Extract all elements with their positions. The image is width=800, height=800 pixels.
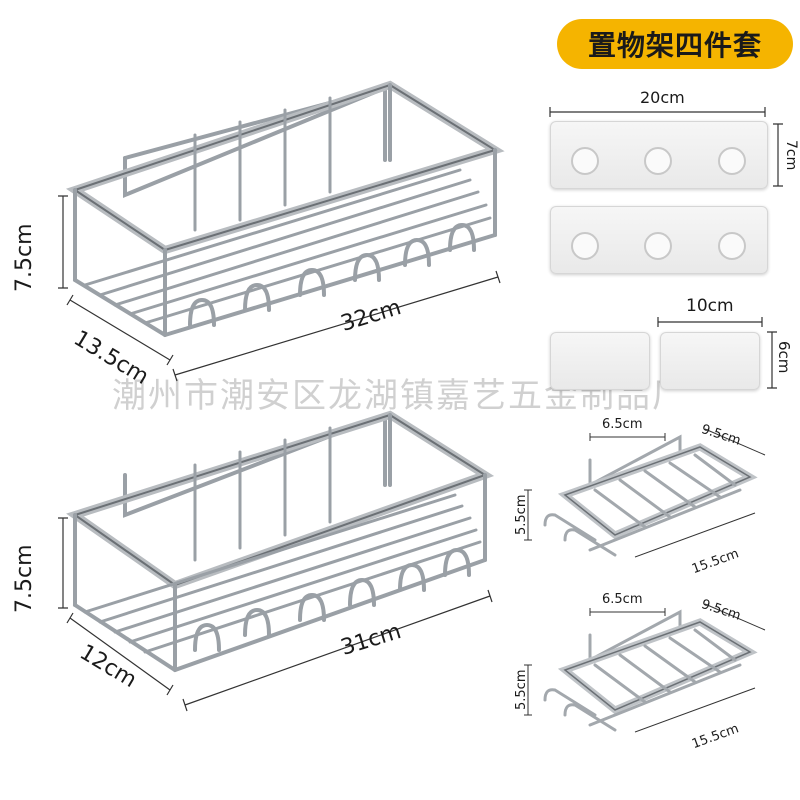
adhesive-large-group: 20cm 7cm bbox=[540, 88, 800, 288]
adhesive-small-group: 10cm 6cm bbox=[540, 296, 800, 396]
adhesive-pad-4 bbox=[660, 332, 760, 390]
adhesive-small-width: 10cm bbox=[686, 296, 734, 316]
adhesive-large-dim-svg bbox=[549, 107, 766, 117]
adhesive-small-dim-svg bbox=[657, 317, 777, 389]
soap-dish-1-top: 6.5cm bbox=[602, 417, 643, 432]
adhesive-small-height: 6cm bbox=[775, 341, 793, 374]
adhesive-large-hooks-svg bbox=[571, 123, 783, 260]
soap-dish-2-svg bbox=[524, 603, 766, 733]
adhesive-pad-3 bbox=[550, 332, 650, 390]
soap-dish-1-height: 5.5cm bbox=[514, 494, 529, 536]
adhesive-large-width: 20cm bbox=[640, 88, 685, 107]
rack-large-svg bbox=[58, 80, 505, 382]
rack-medium-svg bbox=[58, 410, 495, 712]
soap-dish-2: 6.5cm 9.5cm 15.5cm 5.5cm bbox=[510, 590, 800, 765]
rack-medium-height: 7.5cm bbox=[12, 544, 37, 613]
adhesive-large-height: 7cm bbox=[783, 140, 799, 171]
rack-medium-illustration: 7.5cm 31cm 12cm bbox=[0, 400, 520, 800]
rack-large-illustration: 7.5cm 32cm 13.5cm bbox=[0, 0, 520, 400]
soap-dish-1-svg bbox=[524, 428, 766, 558]
rack-large-height: 7.5cm bbox=[12, 223, 37, 292]
title-badge: 置物架四件套 bbox=[557, 19, 793, 69]
soap-dish-2-top: 6.5cm bbox=[602, 592, 643, 607]
soap-dish-2-height: 5.5cm bbox=[514, 669, 529, 711]
soap-dish-1: 6.5cm 9.5cm 15.5cm 5.5cm bbox=[510, 415, 800, 590]
